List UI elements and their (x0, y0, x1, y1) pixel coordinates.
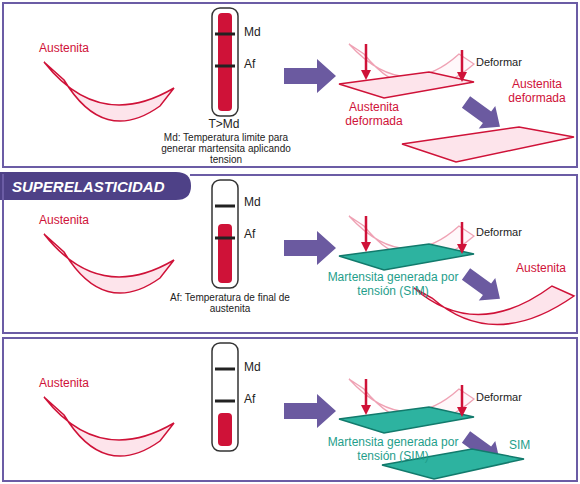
text-label: Austenita (39, 377, 89, 391)
panel-band: SUPERELASTICIDAD Austenita MdAfAf: Tempera… (2, 174, 578, 334)
section-tab (0, 172, 191, 200)
process-arrow (284, 394, 336, 428)
text-label: Austenita deformada (334, 101, 414, 129)
panel-band: Austenita MdAfT>MdMd: Temperatura limite … (2, 2, 578, 168)
austenite-sheet (44, 62, 174, 121)
text-label: SIM (509, 439, 530, 453)
af-mark (215, 65, 235, 68)
panel-illustration (44, 343, 524, 479)
deformed-austenite (402, 127, 574, 162)
caption-note: Af: Temperatura de final de austenita (160, 292, 300, 314)
thermometer (212, 180, 238, 288)
thermometer-level (218, 224, 232, 283)
panel-illustration (44, 8, 574, 162)
text-label: Deformar (476, 56, 522, 69)
text-label: T>Md (199, 118, 249, 132)
deform-arrows (361, 216, 467, 254)
thermometer-level (218, 413, 232, 446)
text-label: Af (244, 58, 255, 72)
md-mark (215, 205, 235, 208)
md-mark (215, 33, 235, 36)
deform-arrows (361, 379, 467, 417)
panel-top-border (190, 174, 577, 176)
deformed-austenite (339, 72, 474, 98)
md-mark (215, 368, 235, 371)
af-mark (215, 400, 235, 403)
text-label: Md (244, 361, 261, 375)
panel-band: Austenita MdAf DeformarMartensita generada… (2, 337, 578, 482)
af-mark (215, 237, 235, 240)
thermometer-level (218, 13, 232, 111)
thermometer (212, 343, 238, 451)
text-label: Austenita (39, 42, 89, 56)
text-label: Martensita generada por tensión (SIM) (326, 271, 460, 299)
sim-sheet (339, 244, 474, 270)
thermometer (212, 8, 238, 116)
deform-arrows (361, 44, 467, 82)
sim-sheet (339, 407, 474, 433)
section-title: SUPERELASTICIDAD (12, 176, 165, 198)
text-label: Md (244, 26, 261, 40)
text-label: Af (244, 228, 255, 242)
austenite-sheet (44, 234, 174, 293)
panel-illustration (44, 180, 574, 325)
process-arrow (284, 231, 336, 265)
text-label: Md (244, 196, 261, 210)
text-label: Martensita generada por tensión (SIM) (326, 436, 460, 464)
caption-note: Md: Temperatura limite para generar mart… (150, 132, 302, 165)
text-label: Deformar (476, 391, 522, 404)
text-label: Af (244, 393, 255, 407)
text-label: Austenita deformada (500, 78, 574, 106)
recovered-austenite (414, 286, 574, 325)
text-label: Deformar (476, 226, 522, 239)
result-arrow (458, 263, 508, 310)
text-label: Austenita (39, 214, 89, 228)
austenite-sheet (44, 397, 174, 456)
process-arrow (284, 59, 336, 93)
text-label: Austenita (516, 262, 566, 276)
